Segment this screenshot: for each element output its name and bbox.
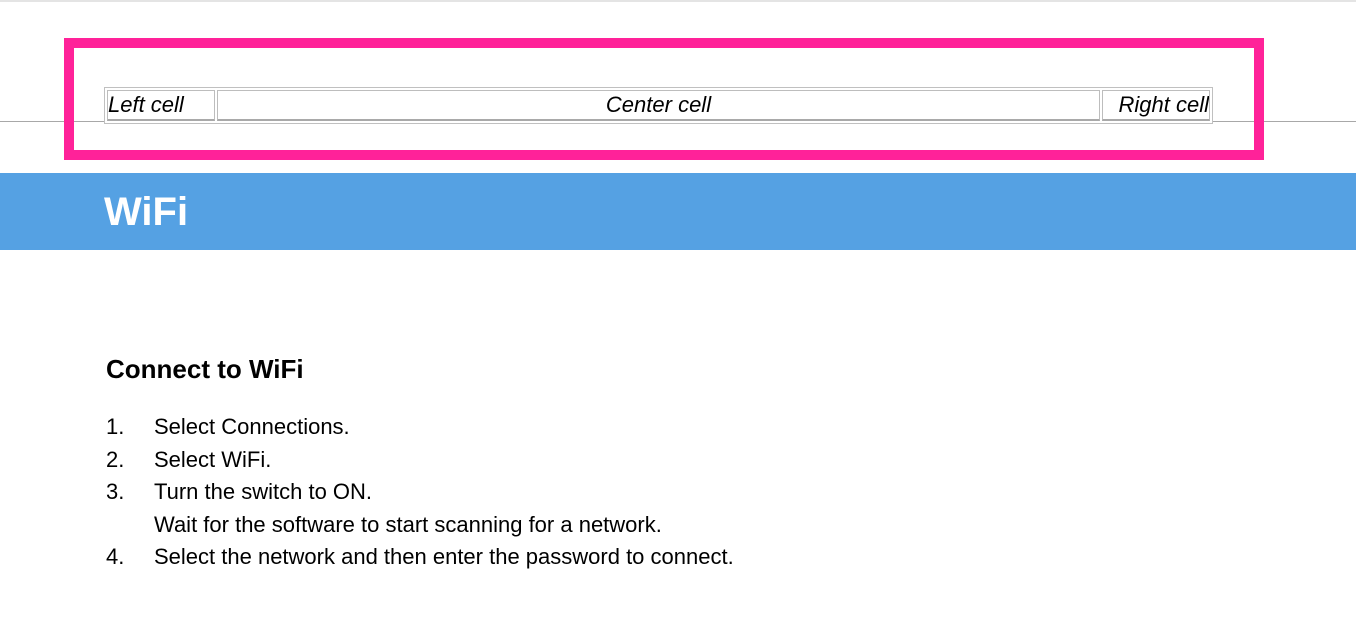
step-body: Select the network and then enter the pa… — [154, 541, 734, 574]
list-item: 2. Select WiFi. — [106, 444, 734, 477]
list-item: 4. Select the network and then enter the… — [106, 541, 734, 574]
step-body: Select Connections. — [154, 411, 350, 444]
step-number: 4. — [106, 544, 125, 569]
steps-list: 1. Select Connections. 2. Select WiFi. 3… — [106, 411, 734, 574]
step-text: Select Connections. — [154, 414, 350, 439]
highlight-annotation-box — [64, 38, 1264, 160]
section-heading: Connect to WiFi — [106, 354, 304, 384]
step-number: 2. — [106, 446, 125, 472]
header-table-row: Left cell Center cell Right cell — [107, 90, 1210, 121]
step-body: Select WiFi. — [154, 444, 271, 477]
header-left-cell: Left cell — [107, 90, 215, 121]
step-body: Turn the switch to ON. Wait for the soft… — [154, 476, 662, 541]
page-header-table: Left cell Center cell Right cell — [104, 87, 1213, 124]
list-item: 1. Select Connections. — [106, 411, 734, 444]
header-right-cell: Right cell — [1102, 90, 1210, 121]
list-item: 3. Turn the switch to ON. Wait for the s… — [106, 476, 734, 541]
banner-title: WiFi — [104, 190, 189, 234]
step-text: Select the network and then enter the pa… — [154, 544, 734, 569]
step-number: 1. — [106, 414, 125, 439]
step-text: Select WiFi. — [154, 446, 272, 472]
step-number: 3. — [106, 479, 125, 504]
header-center-cell: Center cell — [217, 90, 1100, 121]
step-note: Wait for the software to start scanning … — [154, 511, 662, 537]
top-divider — [0, 0, 1356, 2]
step-text: Turn the switch to ON. — [154, 479, 373, 504]
section-banner: WiFi — [0, 173, 1356, 250]
